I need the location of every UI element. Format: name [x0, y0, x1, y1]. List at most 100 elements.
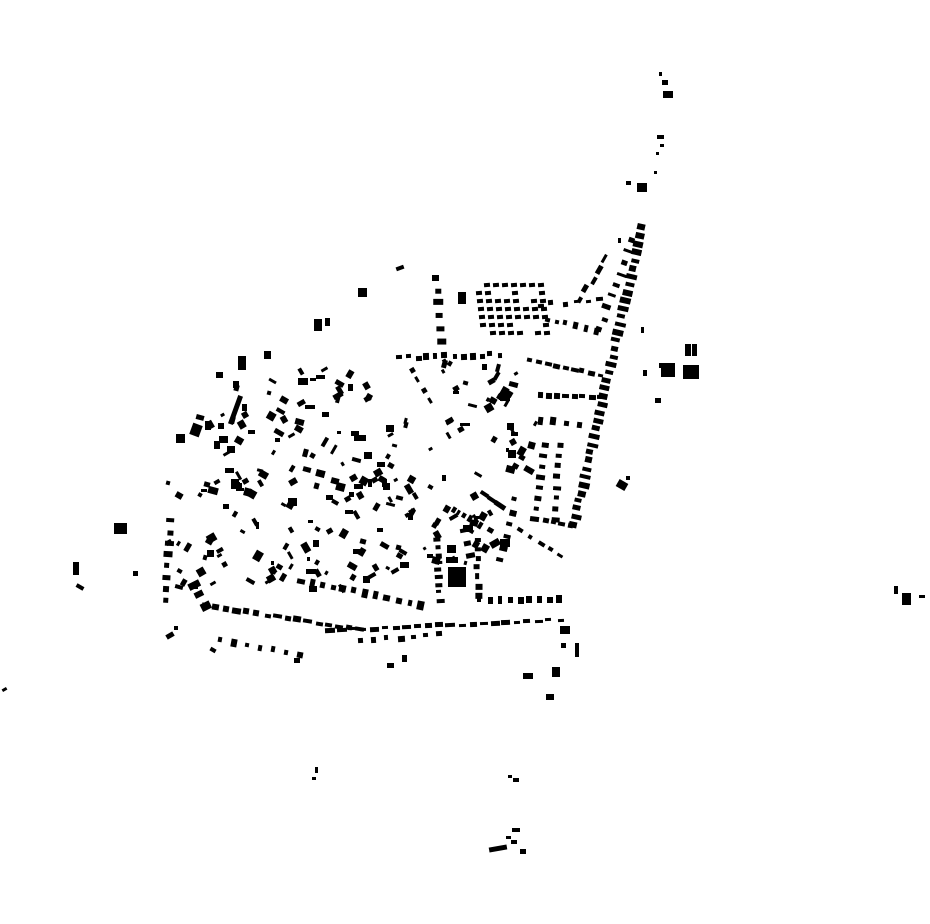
building-footprint — [546, 694, 554, 700]
building-footprint — [309, 451, 317, 459]
building-footprint — [263, 351, 271, 359]
building-footprint — [466, 552, 476, 560]
building-footprint — [270, 449, 276, 456]
building-footprint — [414, 624, 422, 629]
building-footprint — [287, 431, 295, 439]
building-footprint — [433, 352, 438, 360]
building-footprint — [495, 306, 503, 312]
building-footprint — [512, 298, 520, 304]
building-footprint — [583, 455, 593, 464]
building-footprint — [557, 618, 564, 623]
building-footprint — [520, 848, 526, 854]
building-footprint — [399, 562, 409, 569]
building-footprint — [308, 585, 318, 592]
building-footprint — [230, 638, 238, 648]
building-footprint — [216, 553, 223, 559]
building-footprint — [329, 444, 338, 455]
building-footprint — [553, 473, 561, 480]
building-footprint — [376, 461, 385, 468]
building-footprint — [634, 231, 645, 240]
building-footprint — [500, 394, 510, 402]
building-footprint — [545, 392, 553, 399]
building-footprint — [572, 504, 581, 512]
building-footprint — [514, 314, 522, 320]
building-footprint — [532, 314, 540, 320]
building-footprint — [408, 366, 416, 374]
building-footprint — [556, 595, 563, 603]
building-footprint — [348, 492, 355, 498]
building-footprint — [435, 582, 443, 588]
building-footprint — [427, 396, 434, 404]
building-footprint — [512, 828, 520, 832]
building-footprint — [392, 625, 400, 630]
building-footprint — [278, 572, 287, 583]
building-footprint — [360, 588, 369, 598]
building-footprint — [424, 622, 432, 628]
building-footprint — [571, 394, 578, 399]
building-footprint — [588, 432, 600, 440]
building-footprint — [256, 479, 264, 488]
building-footprint — [469, 621, 477, 628]
building-footprint — [663, 90, 673, 98]
building-footprint — [570, 513, 582, 521]
building-footprint — [599, 384, 611, 392]
building-footprint — [511, 290, 519, 296]
building-footprint — [390, 567, 400, 576]
building-footprint — [242, 607, 249, 615]
building-footprint — [271, 561, 275, 565]
building-footprint — [445, 431, 452, 439]
building-footprint — [542, 322, 550, 328]
building-footprint — [395, 597, 403, 605]
building-footprint — [660, 143, 664, 147]
building-footprint — [486, 351, 493, 357]
building-footprint — [174, 491, 184, 501]
building-footprint — [434, 622, 444, 628]
building-footprint — [508, 381, 519, 389]
building-footprint — [460, 422, 470, 427]
building-footprint — [535, 359, 543, 365]
building-footprint — [453, 354, 458, 360]
building-footprint — [534, 330, 542, 336]
building-footprint — [612, 281, 621, 289]
building-footprint — [655, 397, 661, 403]
building-footprint — [617, 313, 626, 319]
building-footprint — [352, 510, 361, 521]
building-footprint — [541, 442, 550, 449]
building-footprint — [594, 409, 606, 417]
building-footprint — [625, 181, 631, 185]
building-footprint — [435, 312, 443, 318]
building-footprint — [507, 450, 517, 458]
building-footprint — [577, 490, 587, 498]
building-footprint — [349, 573, 357, 581]
building-footprint — [467, 402, 477, 408]
building-footprint — [475, 583, 483, 590]
building-footprint — [601, 302, 612, 310]
building-footprint — [315, 621, 324, 627]
building-footprint — [297, 367, 305, 376]
building-footprint — [546, 596, 554, 604]
building-footprint — [685, 344, 691, 356]
building-footprint — [587, 442, 599, 449]
building-footprint — [372, 590, 379, 600]
building-footprint — [572, 321, 579, 330]
building-footprint — [360, 627, 367, 631]
building-footprint — [227, 445, 236, 453]
building-footprint — [288, 563, 295, 571]
building-footprint — [382, 479, 387, 487]
building-footprint — [458, 623, 466, 627]
building-footprint — [556, 442, 564, 448]
building-footprint — [325, 494, 334, 501]
building-footprint — [209, 646, 217, 654]
building-footprint — [433, 299, 444, 306]
building-footprint — [237, 419, 247, 430]
building-footprint — [503, 298, 511, 304]
building-footprint — [325, 527, 334, 535]
building-footprint — [255, 521, 259, 530]
building-footprint — [331, 499, 340, 506]
building-footprint — [383, 483, 391, 490]
building-footprint — [279, 415, 289, 425]
building-footprint — [493, 499, 507, 511]
building-footprint — [549, 417, 557, 426]
building-footprint — [486, 526, 496, 535]
